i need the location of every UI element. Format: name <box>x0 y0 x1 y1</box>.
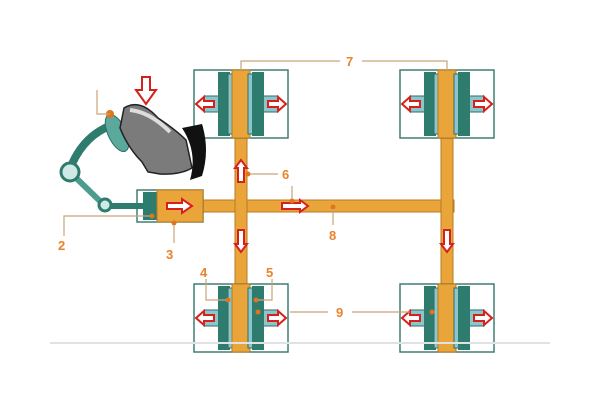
label-6: 6 <box>282 167 289 182</box>
flow-arrow-right-icon <box>281 198 310 214</box>
front-left-wheel-cylinder <box>193 69 289 139</box>
brake-lines <box>199 129 455 296</box>
left-brake-line <box>234 129 248 296</box>
piston-arrow-icon <box>166 197 194 215</box>
flow-arrow-up-icon <box>233 158 249 183</box>
front-right-wheel-cylinder <box>399 69 495 139</box>
master-cylinder <box>136 189 204 223</box>
rear-left-wheel-cylinder <box>193 283 289 353</box>
flow-arrows <box>233 158 455 254</box>
flow-arrow-down-icon <box>233 229 249 254</box>
label-8: 8 <box>329 228 336 243</box>
rear-right-wheel-cylinder <box>399 283 495 353</box>
brake-pedal <box>59 90 145 213</box>
label-9: 9 <box>336 305 343 320</box>
label-5: 5 <box>266 265 273 280</box>
leader-lines <box>63 60 448 315</box>
label-2: 2 <box>58 238 65 253</box>
shoe-icon <box>119 103 206 180</box>
label-4: 4 <box>200 265 208 280</box>
label-7: 7 <box>346 54 353 69</box>
flow-arrow-down-right-icon <box>439 229 455 254</box>
label-3: 3 <box>166 247 173 262</box>
right-brake-line <box>440 129 454 296</box>
press-down-arrow-icon <box>134 76 158 106</box>
